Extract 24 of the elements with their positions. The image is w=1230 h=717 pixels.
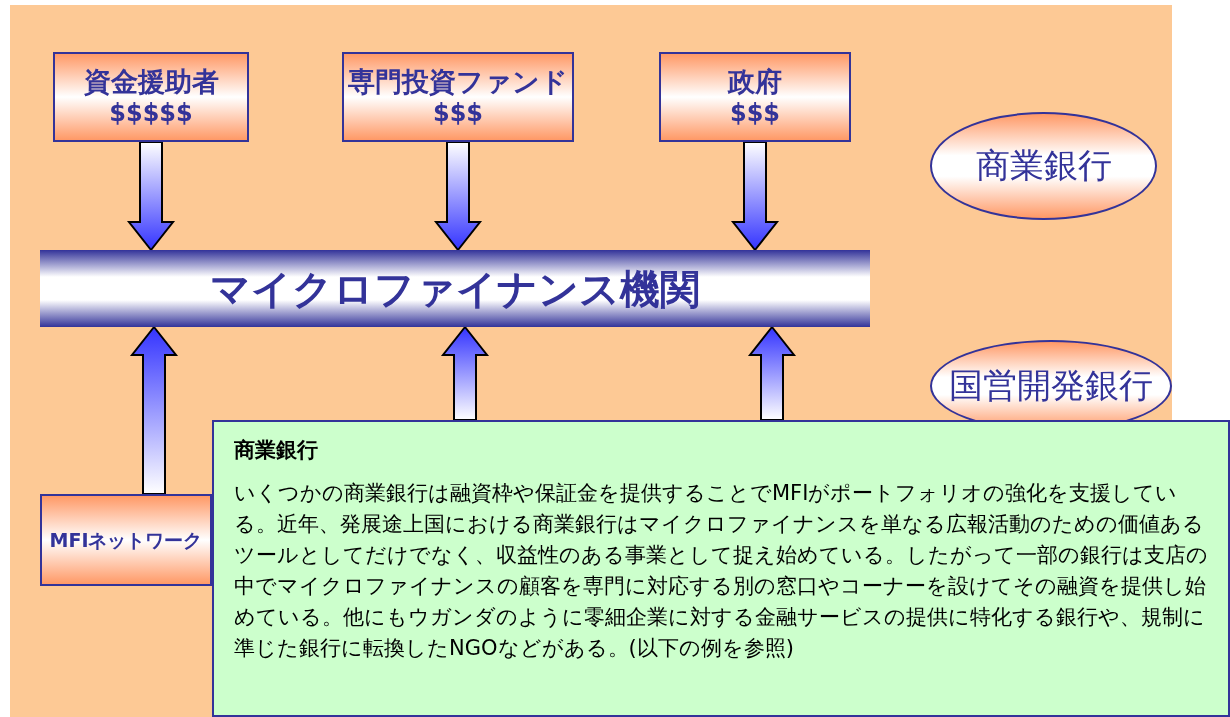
institution-band	[40, 250, 870, 327]
popup-heading: 商業銀行	[234, 437, 318, 464]
box-title: 資金援助者	[83, 66, 219, 98]
band-title: マイクロファイナンス機関	[210, 264, 700, 313]
amount-label: $$$	[432, 98, 484, 128]
government-box	[659, 52, 851, 142]
block-arrow	[747, 325, 797, 421]
bank-label: 商業銀行	[975, 144, 1112, 187]
block-arrow	[433, 141, 483, 252]
block-arrow	[730, 141, 780, 252]
box-title: 政府	[728, 66, 782, 98]
amount-label: $$$	[729, 98, 781, 128]
amount-label: $$$$$	[109, 98, 193, 128]
fund-box	[342, 52, 574, 142]
bank-label: 国営開発銀行	[949, 364, 1153, 407]
box-title: 専門投資ファンド	[348, 66, 568, 98]
popup-paragraph: いくつかの商業銀行は融資枠や保証金を提供することでMFIがポートフォリオの強化を支援している。近年、発展途上国における商業銀行はマイクロファイナンスを単なる広報活動のための価値あるツールとしてだけでなく、収益性のある事業として捉え始めている。したがって一部の銀行は支店の中でマイクロファイナンスの顧客を専門に対応する別の窓口やコーナーを設けてその融資を提供し始めている。他にもウガンダのように零細企業に対する金融サービスの提供に特化する銀行や、規制に準じた銀行に転換したNGOなどがある。(以下の例を参照)	[234, 480, 1209, 662]
block-arrow	[440, 325, 490, 421]
info-popup	[212, 420, 1230, 717]
block-arrow	[129, 325, 179, 495]
network-box	[40, 494, 212, 586]
funder-box	[53, 52, 249, 142]
block-arrow	[126, 141, 176, 252]
box-title: MFIネットワーク	[49, 528, 203, 553]
